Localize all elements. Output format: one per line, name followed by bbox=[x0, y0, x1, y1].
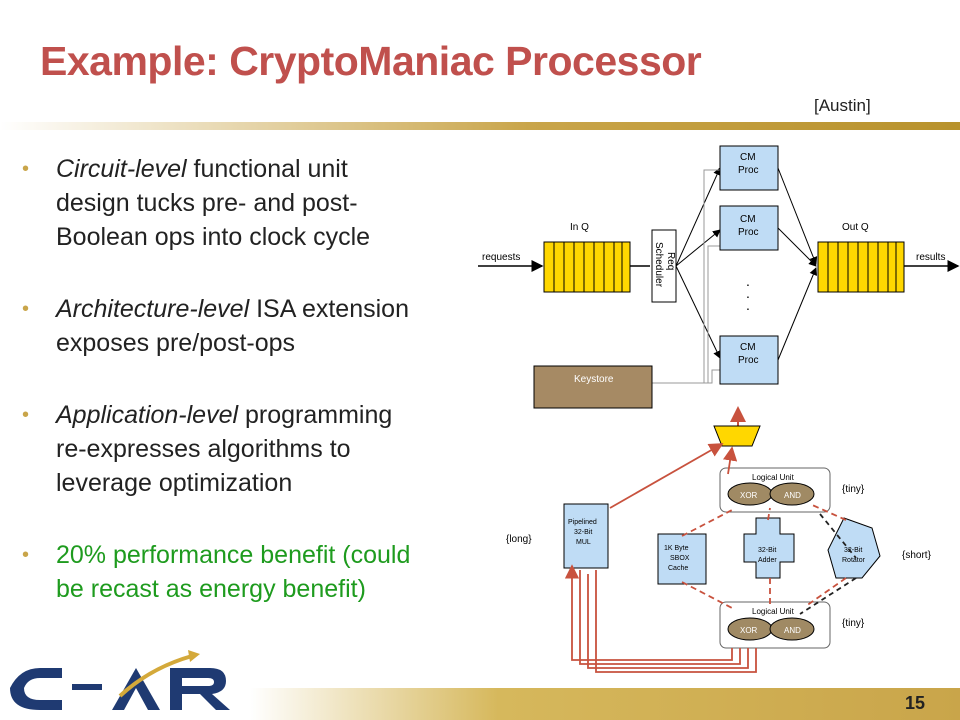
cm-proc: CM Proc bbox=[719, 205, 779, 251]
results-label: results bbox=[916, 252, 945, 263]
svg-text:32-Bit: 32-Bit bbox=[844, 547, 862, 554]
bullet-dot-icon: • bbox=[22, 298, 30, 320]
bullet-l1: functional unit bbox=[186, 155, 348, 183]
svg-text:Proc: Proc bbox=[738, 227, 759, 238]
tiny-label: {tiny} bbox=[842, 618, 865, 629]
svg-text:CM: CM bbox=[740, 152, 756, 163]
svg-text:.: . bbox=[746, 273, 750, 289]
bullet-l3: Boolean ops into clock cycle bbox=[56, 223, 371, 251]
page-number: 15 bbox=[905, 693, 926, 713]
bullet-dot-icon: • bbox=[22, 158, 30, 180]
svg-text:AND: AND bbox=[784, 626, 801, 635]
svg-text:Pipelined: Pipelined bbox=[568, 519, 597, 526]
svg-text:MUL: MUL bbox=[576, 539, 591, 546]
logical-unit-bottom: Logical Unit XOR AND bbox=[719, 601, 831, 649]
svg-text:Scheduler: Scheduler bbox=[653, 242, 664, 288]
svg-text:SBOX: SBOX bbox=[670, 555, 690, 562]
requests-label: requests bbox=[482, 252, 520, 263]
svg-text:.: . bbox=[746, 297, 750, 313]
adder-unit: 32-Bit Adder bbox=[743, 517, 795, 579]
out-q-label: Out Q bbox=[842, 222, 869, 233]
sbox-unit: 1K Byte SBOX Cache bbox=[657, 533, 707, 585]
output-mux bbox=[713, 425, 761, 447]
in-queue bbox=[543, 241, 631, 293]
cm-proc: CM Proc bbox=[719, 335, 779, 385]
svg-text:Req: Req bbox=[665, 252, 676, 270]
long-label: {long} bbox=[506, 534, 532, 545]
cm-proc: CM Proc bbox=[719, 145, 779, 191]
svg-text:Rotator: Rotator bbox=[842, 557, 866, 564]
mul-unit: Pipelined 32-Bit MUL bbox=[563, 503, 609, 569]
svg-text:AND: AND bbox=[784, 491, 801, 500]
svg-text:CM: CM bbox=[740, 342, 756, 353]
svg-text:CM: CM bbox=[740, 214, 756, 225]
svg-text:Proc: Proc bbox=[738, 165, 759, 176]
out-queue bbox=[817, 241, 905, 293]
footer-bar bbox=[250, 688, 960, 720]
svg-text:Logical Unit: Logical Unit bbox=[752, 473, 795, 482]
bullet-dot-icon: • bbox=[22, 544, 30, 566]
req-scheduler: Req Scheduler bbox=[651, 229, 677, 303]
bullet-l2: design tucks pre- and post- bbox=[56, 189, 358, 217]
in-q-label: In Q bbox=[570, 222, 589, 233]
svg-text:1K Byte: 1K Byte bbox=[664, 545, 689, 552]
bullet-dot-icon: • bbox=[22, 404, 30, 426]
logical-unit-top: Logical Unit XOR AND bbox=[719, 467, 831, 513]
svg-text:.: . bbox=[746, 285, 750, 301]
tiny-label: {tiny} bbox=[842, 484, 865, 495]
title-rule bbox=[0, 122, 960, 130]
svg-text:32-Bit: 32-Bit bbox=[574, 529, 592, 536]
cfar-logo bbox=[10, 650, 230, 710]
short-label: {short} bbox=[902, 550, 932, 561]
svg-text:Adder: Adder bbox=[758, 557, 777, 564]
svg-text:Keystore: Keystore bbox=[574, 374, 614, 385]
svg-text:Cache: Cache bbox=[668, 565, 688, 572]
svg-text:Proc: Proc bbox=[738, 355, 759, 366]
slide-title: Example: CryptoManiac Processor bbox=[40, 38, 702, 84]
svg-text:XOR: XOR bbox=[740, 491, 758, 500]
svg-text:32-Bit: 32-Bit bbox=[758, 547, 776, 554]
rotator-unit: 32-Bit Rotator bbox=[827, 517, 881, 579]
svg-text:Logical Unit: Logical Unit bbox=[752, 607, 795, 616]
svg-text:XOR: XOR bbox=[740, 626, 758, 635]
cryptomaniac-diagram: requests In Q Req Scheduler CM Proc CM P… bbox=[478, 145, 960, 673]
attribution: [Austin] bbox=[814, 96, 871, 115]
keystore: Keystore bbox=[533, 365, 653, 409]
